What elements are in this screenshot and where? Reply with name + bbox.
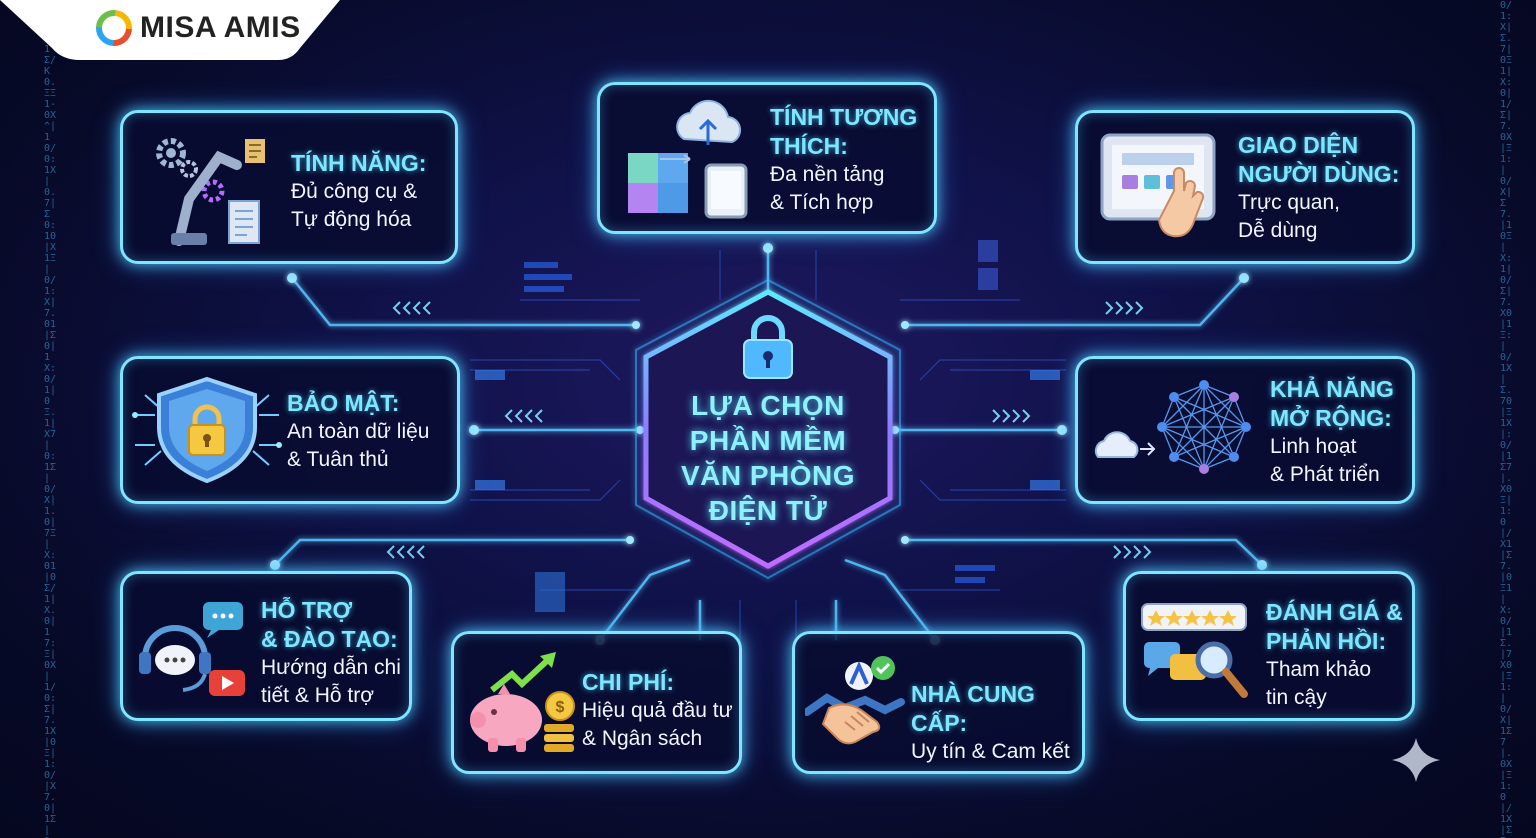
lock-icon bbox=[743, 315, 793, 379]
misa-logo-icon bbox=[96, 10, 132, 46]
card-security: BẢO MẬT: An toàn dữ liệu & Tuân thủ bbox=[120, 356, 460, 504]
card-compatibility-desc: Đa nền tảng & Tích hợp bbox=[770, 163, 885, 214]
card-features-desc: Đủ công cụ & Tự động hóa bbox=[291, 180, 418, 231]
card-reviews-desc: Tham khảo tin cậy bbox=[1266, 658, 1372, 709]
card-reviews-title: ĐÁNH GIÁ & PHẢN HỒI: bbox=[1266, 599, 1403, 654]
card-cost-title: CHI PHÍ: bbox=[582, 669, 674, 695]
shield-lock-icon bbox=[132, 376, 282, 484]
card-security-desc: An toàn dữ liệu & Tuân thủ bbox=[287, 420, 430, 471]
card-support-title: HỖ TRỢ & ĐÀO TẠO: bbox=[261, 597, 398, 652]
piggy-bank-icon: $ bbox=[470, 652, 575, 752]
svg-text:$: $ bbox=[556, 699, 565, 716]
robot-arm-icon bbox=[156, 138, 265, 246]
card-compatibility-title: TÍNH TƯƠNG THÍCH: bbox=[770, 104, 918, 159]
touch-screen-icon bbox=[1100, 133, 1216, 238]
card-security-title: BẢO MẬT: bbox=[287, 390, 400, 416]
card-cost: $ CHI PHÍ: Hiệu quả đầu tư & Ngân sách bbox=[451, 631, 742, 774]
sparkle-icon bbox=[1392, 738, 1440, 782]
card-support: HỖ TRỢ & ĐÀO TẠO: Hướng dẫn chi tiết & H… bbox=[120, 571, 412, 721]
headset-icon bbox=[139, 602, 245, 696]
cloud-puzzle-icon bbox=[628, 99, 748, 219]
network-icon bbox=[1094, 380, 1251, 474]
card-scalability: KHẢ NĂNG MỞ RỘNG: Linh hoạt & Phát triển bbox=[1075, 356, 1415, 504]
card-scalability-title: KHẢ NĂNG MỞ RỘNG: bbox=[1270, 376, 1394, 431]
left-code-stream: 01|X7:0|1Σ/K0.ΞΞ1-0X^|10/0:1X|0.7|Σ0:10|… bbox=[44, 0, 57, 838]
star-rating-icon bbox=[1141, 603, 1248, 698]
card-cost-desc: Hiệu quả đầu tư & Ngân sách bbox=[582, 699, 733, 750]
handshake-icon bbox=[805, 656, 905, 745]
card-features: TÍNH NĂNG: Đủ công cụ & Tự động hóa bbox=[120, 110, 458, 264]
brand-name: MISA AMIS bbox=[140, 11, 301, 44]
right-code-stream: 0/1:X|Σ.7|0Ξ1|X:0|1/Σ|7.0X|Ξ1:|0/X|Σ7.|1… bbox=[1500, 0, 1513, 838]
center-title: LỰA CHỌN PHẦN MỀM VĂN PHÒNG ĐIỆN TỬ bbox=[680, 390, 856, 526]
card-ui-desc: Trực quan, Dễ dùng bbox=[1238, 191, 1340, 242]
card-ui: GIAO DIỆN NGƯỜI DÙNG: Trực quan, Dễ dùng bbox=[1075, 110, 1415, 264]
logo-tab bbox=[0, 0, 340, 60]
card-scalability-desc: Linh hoạt & Phát triển bbox=[1270, 435, 1380, 486]
card-ui-title: GIAO DIỆN NGƯỜI DÙNG: bbox=[1238, 132, 1400, 187]
card-vendor: NHÀ CUNG CẤP: Uy tín & Cam kết bbox=[792, 631, 1085, 774]
card-compatibility: TÍNH TƯƠNG THÍCH: Đa nền tảng & Tích hợp bbox=[597, 82, 937, 234]
card-support-desc: Hướng dẫn chi tiết & Hỗ trợ bbox=[261, 656, 401, 707]
card-reviews: ĐÁNH GIÁ & PHẢN HỒI: Tham khảo tin cậy bbox=[1123, 571, 1415, 721]
card-vendor-desc: Uy tín & Cam kết bbox=[911, 740, 1070, 763]
center-hexagon bbox=[635, 278, 901, 580]
card-features-title: TÍNH NĂNG: bbox=[291, 150, 427, 176]
card-vendor-title: NHÀ CUNG CẤP: bbox=[911, 681, 1035, 736]
